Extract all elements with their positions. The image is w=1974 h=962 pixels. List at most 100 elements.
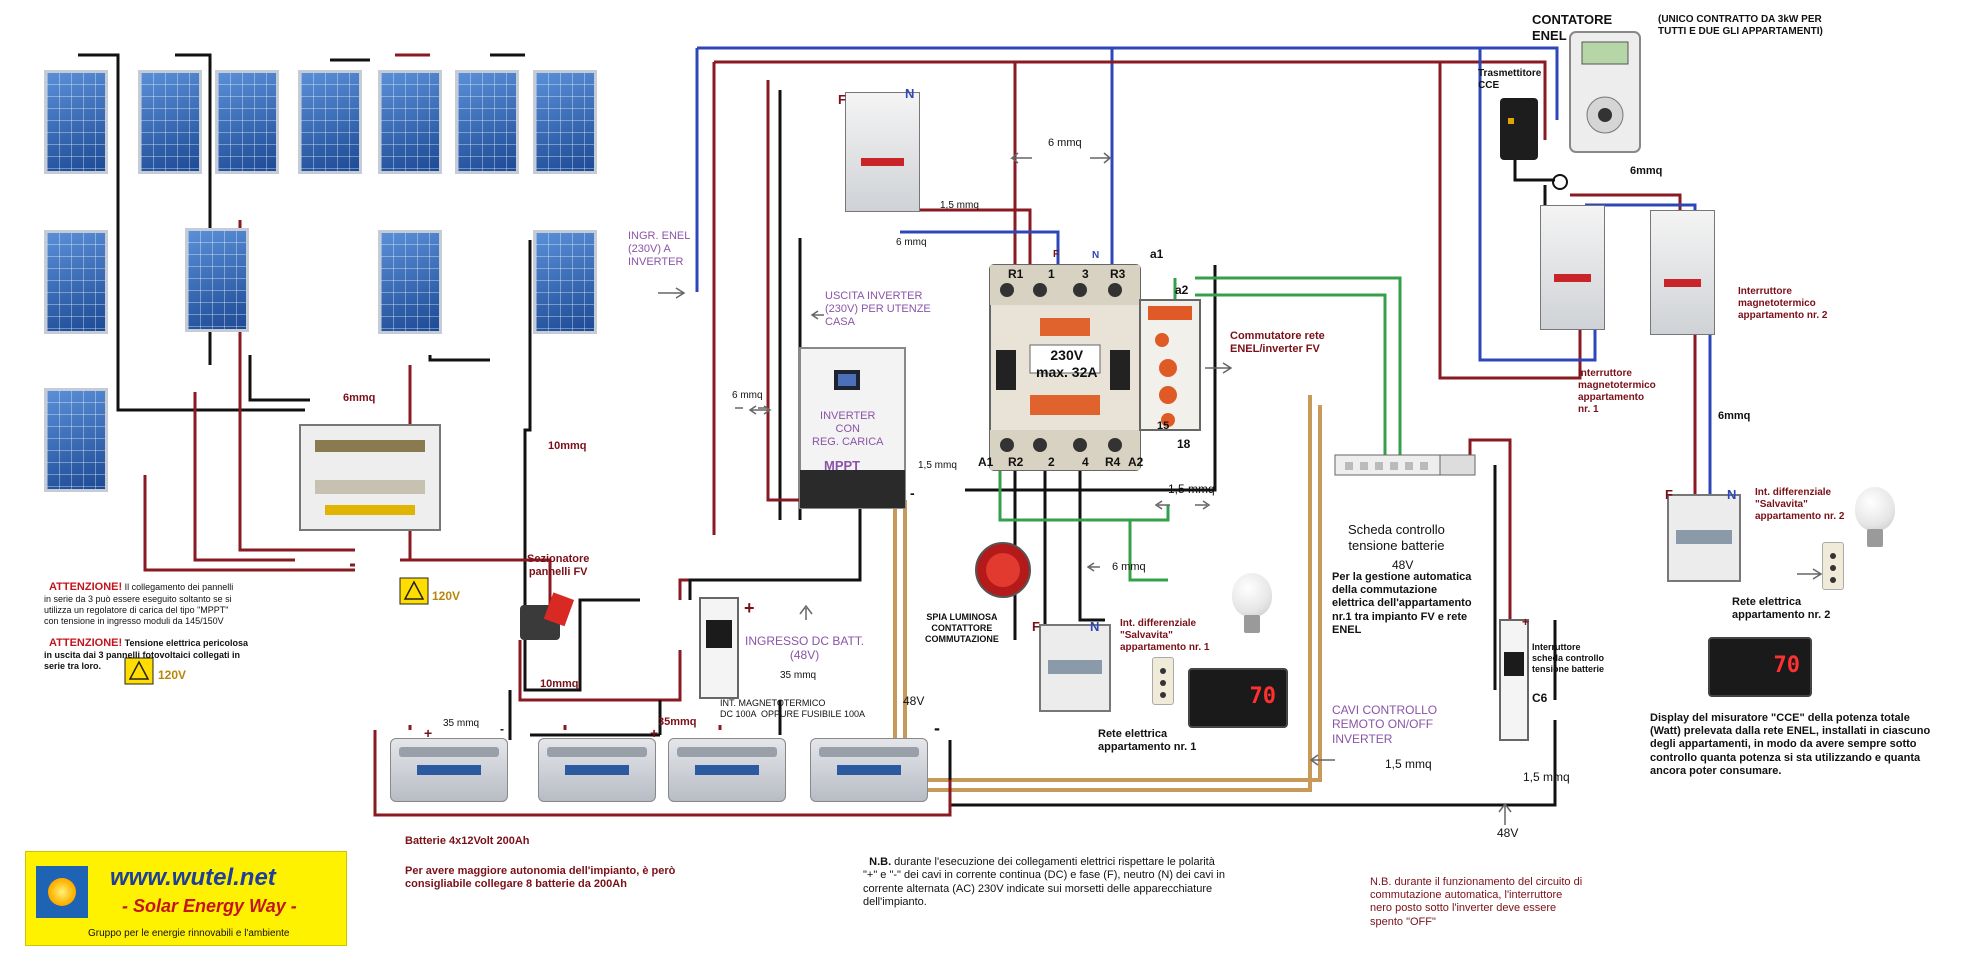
section-35mmq-b: 35 mmq — [443, 718, 480, 729]
diff-1-n: N — [1090, 619, 1100, 634]
inverter-48v: 48V — [903, 694, 925, 708]
diff-breaker-2 — [1667, 494, 1741, 582]
contactor-r1: R1 — [1008, 267, 1024, 281]
mppt-label: MPPT — [824, 458, 861, 473]
contactor-4: 4 — [1082, 455, 1089, 469]
dc-disconnector — [520, 592, 575, 640]
spia-label: SPIA LUMINOSA CONTATTORE COMMUTAZIONE — [925, 612, 999, 644]
ingr-enel-label: INGR. ENEL (230V) A INVERTER — [628, 230, 691, 269]
phase-label: F — [838, 92, 846, 107]
contactor-r4: R4 — [1105, 455, 1121, 469]
wire-blue-right — [1478, 48, 1597, 362]
cavi-controllo-label: CAVI CONTROLLO REMOTO ON/OFF INVERTER — [1332, 703, 1438, 746]
wire-red-right — [1438, 62, 1582, 380]
solar-panel — [44, 388, 108, 492]
cce-display-value: 70 — [1773, 653, 1801, 678]
nb-1: N.B. durante l'esecuzione dei collegamen… — [863, 843, 1225, 909]
warning-icon — [124, 577, 429, 685]
solar-panel — [378, 230, 442, 334]
section-6mmq-left: 6 mmq — [732, 390, 763, 401]
diff-1-f: F — [1032, 619, 1040, 634]
wire-node — [1552, 174, 1568, 190]
solar-panel — [215, 70, 279, 174]
contactor-r2: R2 — [1008, 455, 1024, 469]
breaker-appartamento-1 — [1540, 205, 1605, 330]
solar-panel — [533, 70, 597, 174]
attenzione-1: ATTENZIONE! Il collegamento dei pannelli… — [44, 570, 233, 626]
bottom-48v: 48V — [1497, 826, 1519, 840]
display-cce-note: Display del misuratore "CCE" della poten… — [1650, 712, 1931, 777]
rete-2-label: Rete elettrica appartamento nr. 2 — [1732, 596, 1831, 622]
int-magn-1-label: Interruttore magnetotermico appartamento… — [1578, 368, 1656, 415]
nb-1-body: durante l'esecuzione dei collegamenti el… — [863, 856, 1225, 908]
section-35mmq-c: 35mmq — [658, 716, 697, 728]
enel-meter — [1569, 31, 1641, 153]
wire-blue-bus — [695, 46, 1559, 292]
cce-display-value: 70 — [1249, 684, 1277, 709]
contatore-enel-label: CONTATORE ENEL — [1532, 12, 1613, 43]
section-6mmq-top: 6 mmq — [1048, 137, 1082, 149]
contactor-a2-top: a2 — [1175, 283, 1189, 297]
wire-blue-inv — [900, 230, 1060, 268]
gestione-label: Per la gestione automatica della commuta… — [1332, 571, 1472, 636]
wutel-logo: www.wutel.net - Solar Energy Way - Grupp… — [25, 851, 347, 946]
section-6mmq-right2: 6mmq — [1718, 410, 1751, 422]
attenzione-2-body: Tensione elettrica pericolosa in uscita … — [44, 637, 249, 671]
breaker-appartamento-2 — [1650, 210, 1715, 335]
ingresso-dc-label: INGRESSO DC BATT. (48V) — [745, 634, 865, 663]
wire-red-panels — [143, 53, 430, 572]
battery-control-board — [1334, 454, 1476, 476]
contactor-2: 2 — [1048, 455, 1055, 469]
nb-1-title: N.B. — [869, 856, 892, 869]
inverter-output-breaker — [845, 92, 920, 212]
contactor-rating: 230V max. 32A — [1036, 347, 1098, 380]
int-diff-1-label: Int. differenziale "Salvavita" appartame… — [1120, 618, 1210, 653]
solar-panel — [44, 230, 108, 334]
unico-contratto-label: (UNICO CONTRATTO DA 3kW PER TUTTI E DUE … — [1658, 14, 1823, 37]
battery — [810, 738, 928, 802]
minus-batt: - — [934, 718, 940, 738]
contactor-r3: R3 — [1110, 267, 1126, 281]
plus-c6: + — [1522, 615, 1530, 629]
uscita-inverter-label: USCITA INVERTER (230V) PER UTENZE CASA — [825, 290, 931, 329]
section-6mmq-mid: 6 mmq — [896, 237, 927, 248]
commutatore-label: Commutatore rete ENEL/inverter FV — [1230, 330, 1325, 356]
contactor-f: F — [1053, 249, 1060, 260]
light-bulb-icon — [1232, 573, 1272, 633]
solar-panel — [185, 228, 249, 332]
inverter — [799, 347, 906, 509]
section-10mmq-b: 10mmq — [540, 678, 579, 690]
voltage-120v-b: 120V — [158, 668, 187, 682]
attenzione-1-body: Il collegamento dei pannelli in serie da… — [44, 581, 234, 626]
light-bulb-icon — [1855, 487, 1895, 547]
wire-red-scheda — [1468, 438, 1512, 710]
attenzione-2-title: ATTENZIONE! — [49, 636, 123, 649]
plus-dc: + — [744, 598, 755, 618]
minus-batt-2: - — [500, 722, 504, 736]
logo-tagline: - Solar Energy Way - — [122, 896, 297, 916]
contactor-n: N — [1092, 250, 1100, 261]
solar-panel — [455, 70, 519, 174]
c6-breaker — [1499, 619, 1529, 741]
section-6mmq-panels: 6mmq — [343, 392, 376, 404]
section-35mmq-a: 35 mmq — [780, 670, 817, 681]
contactor-1: 1 — [1048, 267, 1055, 281]
solar-panel — [533, 230, 597, 334]
contactor-3: 3 — [1082, 267, 1089, 281]
section-15mmq-b: 1,5 mmq — [918, 460, 957, 471]
wire-black-dc — [688, 500, 862, 600]
socket-icon — [1152, 657, 1174, 705]
wire-black-panels — [78, 53, 640, 692]
commutator-relay — [1139, 299, 1201, 431]
int-diff-2-label: Int. differenziale "Salvavita" appartame… — [1755, 487, 1845, 522]
c6-label: C6 — [1532, 691, 1548, 705]
wire-red-batt — [373, 725, 952, 817]
solar-panel — [44, 70, 108, 174]
scheda-label: Scheda controllo tensione batterie — [1348, 522, 1445, 553]
attenzione-1-title: ATTENZIONE! — [49, 580, 123, 593]
contactor-a1: A1 — [978, 455, 994, 469]
section-10mmq-a: 10mmq — [548, 440, 587, 452]
scheda-48v: 48V — [1392, 558, 1414, 572]
socket-icon — [1822, 542, 1844, 590]
solar-panel — [138, 70, 202, 174]
